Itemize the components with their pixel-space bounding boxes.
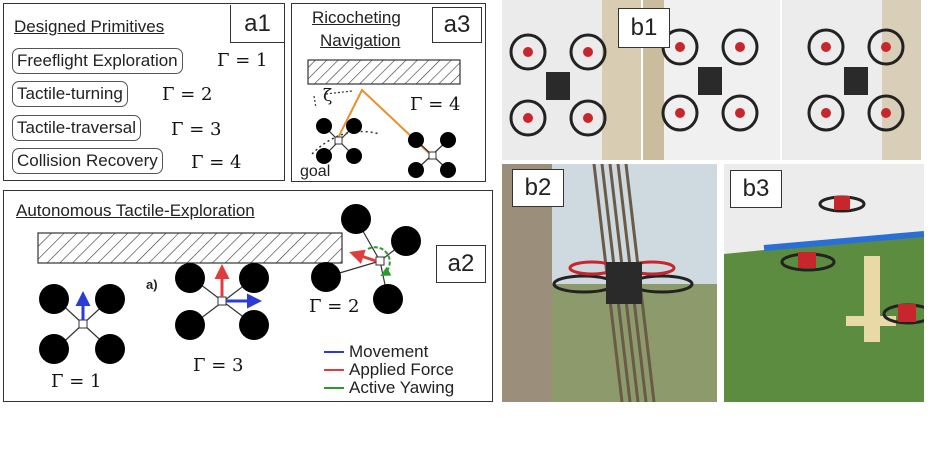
panel-a3-goal: goal xyxy=(300,163,331,180)
panel-a1: Designed Primitives a1 Freeflight Explor… xyxy=(3,3,285,181)
panel-a3-title-line2: Navigation xyxy=(320,31,401,50)
photo-b3: b3 xyxy=(724,164,924,402)
a2-wall xyxy=(37,232,343,264)
photo-b1: b1 xyxy=(502,0,921,160)
legend-movement-swatch xyxy=(324,351,344,353)
b1-drone-2 xyxy=(661,28,759,132)
photo-b2-scene xyxy=(502,164,717,402)
panel-a3: Ricocheting Navigation a3 xyxy=(291,3,486,182)
b1-drone-1 xyxy=(509,33,607,137)
primitive-tactile-traversal-gamma: Γ = 3 xyxy=(171,119,222,140)
primitive-collision-recovery: Collision Recovery xyxy=(12,148,163,174)
a3-zeta-mark xyxy=(313,95,317,109)
legend-active-yawing: Active Yawing xyxy=(324,378,454,398)
a3-trajectory xyxy=(338,88,433,157)
a2-drone-gamma1 xyxy=(39,284,125,364)
legend-applied-force-swatch xyxy=(324,369,344,371)
panel-a2-gamma2: Γ = 2 xyxy=(309,296,360,317)
panel-a2-gamma3: Γ = 3 xyxy=(193,355,244,376)
panel-a3-zeta: ζ xyxy=(323,86,333,106)
panel-a2-gamma1: Γ = 1 xyxy=(51,371,102,392)
photo-b2-label: b2 xyxy=(512,169,564,207)
primitive-freeflight-gamma: Γ = 1 xyxy=(217,50,268,71)
panel-a2-diagram xyxy=(37,204,421,364)
panel-a1-label: a1 xyxy=(230,5,284,43)
primitive-freeflight: Freeflight Exploration xyxy=(12,48,183,74)
photo-b3-label: b3 xyxy=(730,170,782,208)
legend-active-yawing-swatch xyxy=(324,387,344,389)
panel-a3-title-line1: Ricocheting xyxy=(312,8,401,27)
panel-a2-label: a2 xyxy=(436,245,486,283)
a2-gamma2-force-arrow xyxy=(349,249,377,264)
panel-a2-sublabel: a) xyxy=(146,277,158,292)
legend-movement: Movement xyxy=(324,342,428,362)
legend-movement-label: Movement xyxy=(349,342,429,361)
panel-a1-title: Designed Primitives xyxy=(14,17,165,36)
a2-drone-gamma2 xyxy=(311,204,421,314)
panel-a2: Autonomous Tactile-Exploration a2 xyxy=(3,190,493,402)
primitive-tactile-traversal: Tactile-traversal xyxy=(12,115,142,141)
a3-drone-right xyxy=(408,132,456,178)
a3-wall xyxy=(307,59,461,85)
primitive-tactile-turning-gamma: Γ = 2 xyxy=(162,84,213,105)
panel-a3-gamma: Γ = 4 xyxy=(410,94,461,115)
photo-b1-label: b1 xyxy=(618,8,670,48)
b3-drone-right xyxy=(882,303,924,325)
panel-a3-label: a3 xyxy=(432,7,482,43)
primitive-tactile-turning: Tactile-turning xyxy=(12,81,128,107)
b2-drone xyxy=(552,260,694,304)
photo-b1-scene xyxy=(502,0,921,160)
photo-b2: b2 xyxy=(502,164,717,402)
legend-applied-force: Applied Force xyxy=(324,360,454,380)
legend-applied-force-label: Applied Force xyxy=(349,360,454,379)
panel-a3-diagram xyxy=(307,59,461,178)
b3-drone-top xyxy=(818,195,866,213)
legend-active-yawing-label: Active Yawing xyxy=(349,378,455,397)
a3-drone-left xyxy=(316,118,362,164)
b3-drone-mid xyxy=(780,252,836,272)
a2-drone-gamma3 xyxy=(175,263,269,340)
photo-b3-scene xyxy=(724,164,924,402)
b1-drone-3 xyxy=(807,28,905,132)
primitive-collision-recovery-gamma: Γ = 4 xyxy=(191,152,242,173)
panel-a2-title: Autonomous Tactile-Exploration xyxy=(16,201,255,220)
